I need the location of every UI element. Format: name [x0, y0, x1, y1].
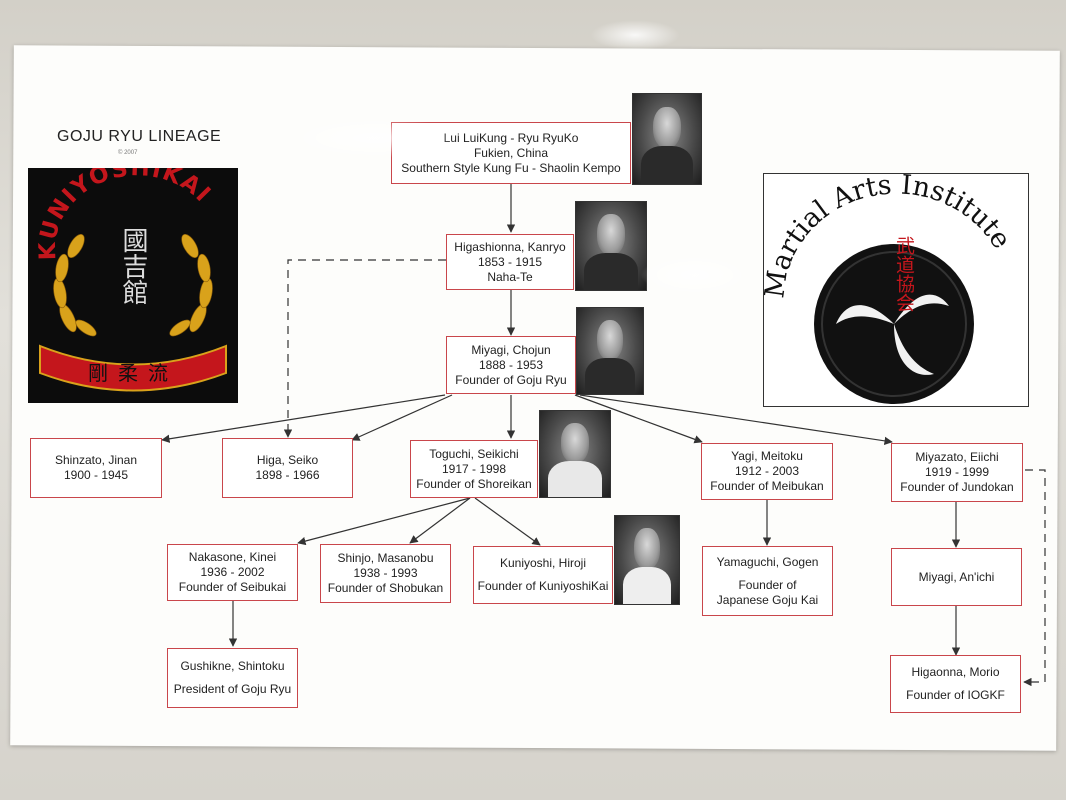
arrow-toguchi-to-nakasone [297, 497, 471, 546]
node-miyagi-anichi: Miyagi, An'ichi [891, 548, 1022, 606]
laurel-icon [53, 234, 213, 337]
node-nakasone-kinei: Nakasone, Kinei 1936 - 2002 Founder of S… [167, 544, 298, 601]
martial-arts-institute-logo: Martial Arts Institute 武道協会 [759, 170, 1029, 407]
portrait-lui-luikung [632, 93, 702, 185]
kuniyoshikai-emblem: KUNIYOSHIKAI 國吉館 剛柔流 [35, 155, 227, 392]
tomoe-icon [836, 294, 949, 375]
node-higaonna-morio: Higaonna, Morio Founder of IOGKF [890, 655, 1021, 713]
node-shinzato-jinan: Shinzato, Jinan 1900 - 1945 [30, 438, 162, 498]
node-shinjo-masanobu: Shinjo, Masanobu 1938 - 1993 Founder of … [320, 544, 451, 603]
arrow-miyagi-to-miyazato [579, 394, 893, 446]
kuniyoshikai-logo: KUNIYOSHIKAI 國吉館 剛柔流 [28, 155, 238, 403]
arrow-miyagi-to-shinzato [161, 394, 446, 443]
portrait-toguchi-seikichi [539, 410, 611, 498]
dashed-miyazato-to-higaonna [1023, 469, 1046, 687]
node-yamaguchi-gogen: Yamaguchi, Gogen Founder of Japanese Goj… [702, 546, 833, 616]
dashed-higashionna-to-higa [283, 259, 446, 438]
arrow-toguchi-to-shinjo [409, 497, 471, 544]
portrait-kuniyoshi-hiroji [614, 515, 680, 605]
node-toguchi-seikichi: Toguchi, Seikichi 1917 - 1998 Founder of… [410, 440, 538, 498]
glare-reflection [640, 255, 750, 295]
portrait-miyagi-chojun [576, 307, 644, 395]
node-higashionna-kanryo: Higashionna, Kanryo 1853 - 1915 Naha-Te [446, 234, 574, 290]
institute-kanji: 武道協会 [893, 236, 915, 312]
node-kuniyoshi-hiroji: Kuniyoshi, Hiroji Founder of KuniyoshiKa… [473, 546, 613, 604]
arrow-toguchi-to-kuniyoshi [474, 497, 541, 546]
copyright-note: © 2007 [118, 150, 138, 156]
node-higa-seiko: Higa, Seiko 1898 - 1966 [222, 438, 353, 498]
node-yagi-meitoku: Yagi, Meitoku 1912 - 2003 Founder of Mei… [701, 443, 833, 500]
portrait-higashionna-kanryo [575, 201, 647, 291]
node-miyagi-chojun: Miyagi, Chojun 1888 - 1953 Founder of Go… [446, 336, 576, 394]
kuniyoshikai-kanji: 國吉館 [118, 227, 148, 305]
martial-arts-institute-emblem: Martial Arts Institute 武道協会 [759, 170, 1017, 404]
glare-reflection [290, 118, 460, 158]
page-title: GOJU RYU LINEAGE [57, 128, 222, 145]
node-gushikne-shintoku: Gushikne, Shintoku President of Goju Ryu [167, 648, 298, 708]
arrow-miyagi-to-higa [351, 394, 453, 441]
glare-reflection [590, 20, 680, 50]
banner-kanji: 剛柔流 [88, 361, 178, 385]
node-miyazato-eiichi: Miyazato, Eiichi 1919 - 1999 Founder of … [891, 443, 1023, 502]
arrow-miyagi-to-yagi [574, 394, 703, 444]
